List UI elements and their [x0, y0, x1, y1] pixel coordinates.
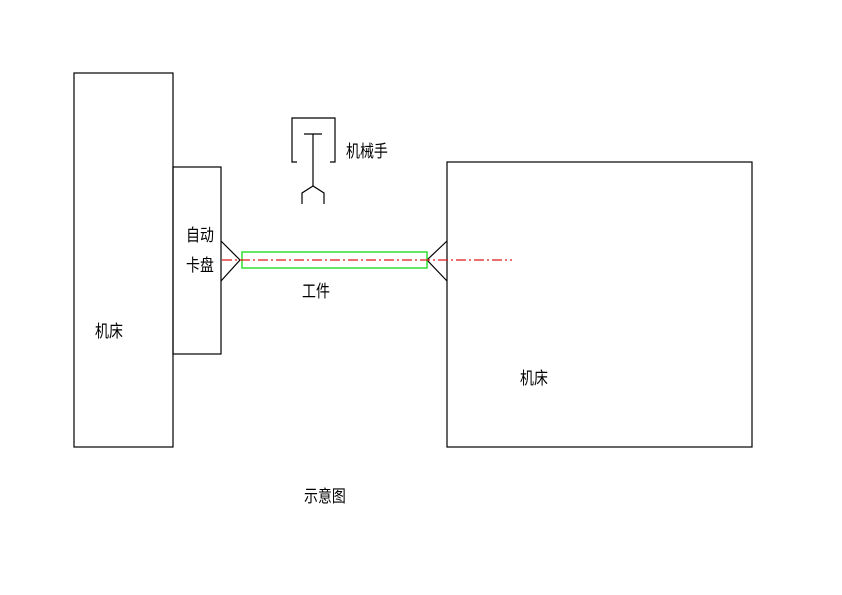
right-machine-label: 机床	[520, 369, 548, 389]
robot-arm-icon	[291, 117, 336, 204]
left-jaw-shape	[220, 240, 241, 282]
chuck-label-line2: 卡盘	[186, 256, 214, 276]
workpiece-label: 工件	[302, 282, 330, 302]
robot-arm-label: 机械手	[346, 142, 388, 162]
left-machine-label: 机床	[95, 322, 123, 342]
right-machine-box	[446, 161, 753, 448]
chuck-label: 自动 卡盘	[186, 228, 214, 288]
chuck-box	[172, 166, 222, 355]
chuck-label-line1: 自动	[186, 226, 214, 246]
right-jaw-shape	[426, 240, 448, 282]
left-machine-box	[73, 72, 174, 448]
diagram-caption: 示意图	[304, 487, 346, 507]
